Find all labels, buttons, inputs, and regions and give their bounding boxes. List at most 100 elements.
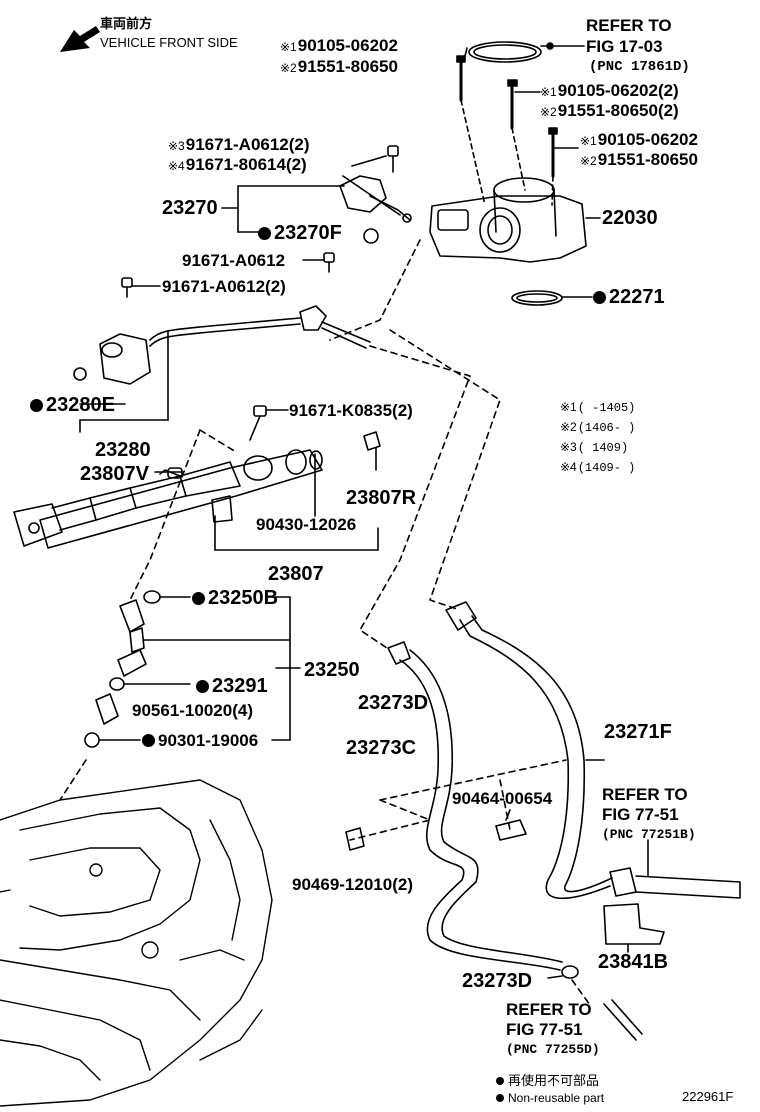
screw-91671-a0612: [121, 252, 335, 298]
footer-nonreuse-jp-text: 再使用不可部品: [508, 1073, 600, 1088]
part-91671-k0835: 91671-K0835(2): [289, 401, 413, 420]
screws-4-part: 91671-80614(2): [185, 155, 307, 174]
legend-mark: ※3: [560, 440, 577, 454]
part-22030: 22030: [602, 207, 658, 229]
part-23280e: 23280E: [30, 395, 115, 415]
bolts-mid-part-1: 90105-06202(2): [557, 81, 679, 100]
non-reusable-dot-icon: [192, 592, 205, 605]
non-reusable-dot-icon: [196, 680, 209, 693]
refer-77-51-d-line2: FIG 77-51: [506, 1020, 583, 1039]
clamp-90469: [345, 827, 365, 851]
bolts-top-part-2: 91551-80650: [297, 57, 398, 76]
hose-end-23273d: [547, 965, 643, 1041]
part-23273c: 23273C: [346, 737, 417, 759]
legend-row: ※2(1406- ): [560, 418, 635, 438]
mark-2: ※2: [280, 61, 297, 75]
injector-23250: [84, 590, 301, 748]
mark-2: ※2: [580, 154, 597, 168]
legend-row: ※3( 1409): [560, 438, 635, 458]
part-91671-a0612-2: 91671-A0612(2): [162, 277, 286, 296]
non-reusable-dot-icon: [593, 291, 606, 304]
bolts-right-1: ※190105-06202: [580, 131, 698, 148]
part-90464: 90464-00654: [452, 789, 553, 808]
footer-nonreuse-en-text: Non-reusable part: [508, 1091, 605, 1105]
non-reusable-dot-icon: [496, 1077, 504, 1085]
applicability-legend: ※1( -1405) ※2(1406- ) ※3( 1409) ※4(1409-…: [560, 398, 635, 478]
part-23270: 23270: [162, 197, 218, 219]
bolts-top-part-1: 90105-06202: [297, 36, 398, 55]
part-23273d-top: 23273D: [358, 692, 429, 714]
part-23807v: 23807V: [80, 463, 149, 485]
part-90430: 90430-12026: [256, 515, 357, 534]
part-23291: 23291: [196, 676, 268, 696]
part-23273d-bottom: 23273D: [462, 970, 533, 992]
clamp-90464: [495, 809, 527, 841]
mark-1: ※1: [540, 85, 557, 99]
mark-2: ※2: [540, 105, 557, 119]
footer-nonreuse-en: Non-reusable part: [496, 1092, 604, 1104]
legend-range: ( 1409): [577, 441, 629, 455]
part-90301: 90301-19006: [142, 732, 258, 749]
vehicle-front-arrow-icon: [60, 26, 100, 52]
part-91671-a0612: 91671-A0612: [182, 251, 286, 270]
part-23250b-text: 23250B: [208, 587, 279, 609]
throttle-body: [429, 177, 601, 263]
refer-top-line2: FIG 17-03: [586, 37, 663, 56]
legend-range: ( -1405): [577, 401, 636, 415]
non-reusable-dot-icon: [142, 734, 155, 747]
bolts-right-2: ※291551-80650: [580, 151, 698, 168]
refer-77-51-b-line2: FIG 77-51: [602, 805, 679, 824]
bolts-mid-2: ※291551-80650(2): [540, 102, 679, 119]
non-reusable-dot-icon: [30, 399, 43, 412]
part-23271f: 23271F: [604, 721, 672, 743]
part-90301-text: 90301-19006: [158, 731, 259, 750]
screws-4: ※491671-80614(2): [168, 156, 307, 173]
bolts-right-part-2: 91551-80650: [597, 150, 698, 169]
dashed-guides: [59, 239, 591, 1006]
non-reusable-dot-icon: [258, 227, 271, 240]
gasket-22271: [511, 290, 593, 306]
non-reusable-dot-icon: [496, 1094, 504, 1102]
mark-3: ※3: [168, 139, 185, 153]
legend-row: ※1( -1405): [560, 398, 635, 418]
refer-77-51-b-line1: REFER TO: [602, 785, 688, 804]
bolts-top-2: ※291551-80650: [280, 58, 398, 75]
refer-top-line3: (PNC 17861D): [589, 59, 690, 75]
bolts-top-1: ※190105-06202: [280, 37, 398, 54]
legend-range: (1406- ): [577, 421, 636, 435]
refer-77-51-d-line3: (PNC 77255D): [506, 1042, 600, 1057]
regulator-23280: [73, 331, 169, 433]
top-gasket-ring: [468, 41, 585, 63]
refer-top-line1: REFER TO: [586, 16, 672, 35]
diagram-id: 222961F: [682, 1089, 734, 1104]
part-23807: 23807: [268, 563, 324, 585]
part-23280: 23280: [95, 439, 151, 461]
pressure-sensor-23270: [221, 145, 412, 244]
engine-block: [0, 779, 273, 1107]
footer-nonreuse-jp: 再使用不可部品: [496, 1074, 599, 1087]
legend-mark: ※4: [560, 460, 577, 474]
mark-1: ※1: [280, 40, 297, 54]
refer-77-51-b-line3: (PNC 77251B): [602, 827, 696, 842]
part-23807r: 23807R: [346, 487, 417, 509]
part-23270f-text: 23270F: [274, 222, 342, 244]
part-90469: 90469-12010(2): [292, 875, 413, 894]
legend-mark: ※2: [560, 420, 577, 434]
bracket-23841b: [603, 903, 665, 953]
bolt-dash-leads: [460, 99, 554, 206]
vehicle-front-jp: 車両前方: [100, 16, 153, 31]
part-23250b: 23250B: [192, 588, 278, 608]
part-22271: 22271: [593, 287, 665, 307]
bolts-mid-1: ※190105-06202(2): [540, 82, 679, 99]
part-23841b: 23841B: [598, 951, 669, 973]
hose-23273c: [387, 641, 563, 971]
bolts-mid-part-2: 91551-80650(2): [557, 101, 679, 120]
pressure-pipe: [149, 305, 371, 349]
vehicle-front-en: VEHICLE FRONT SIDE: [100, 35, 238, 50]
legend-range: (1409- ): [577, 461, 636, 475]
screws-3: ※391671-A0612(2): [168, 136, 310, 153]
part-22271-text: 22271: [609, 286, 665, 308]
throttle-bolts: [456, 47, 579, 178]
